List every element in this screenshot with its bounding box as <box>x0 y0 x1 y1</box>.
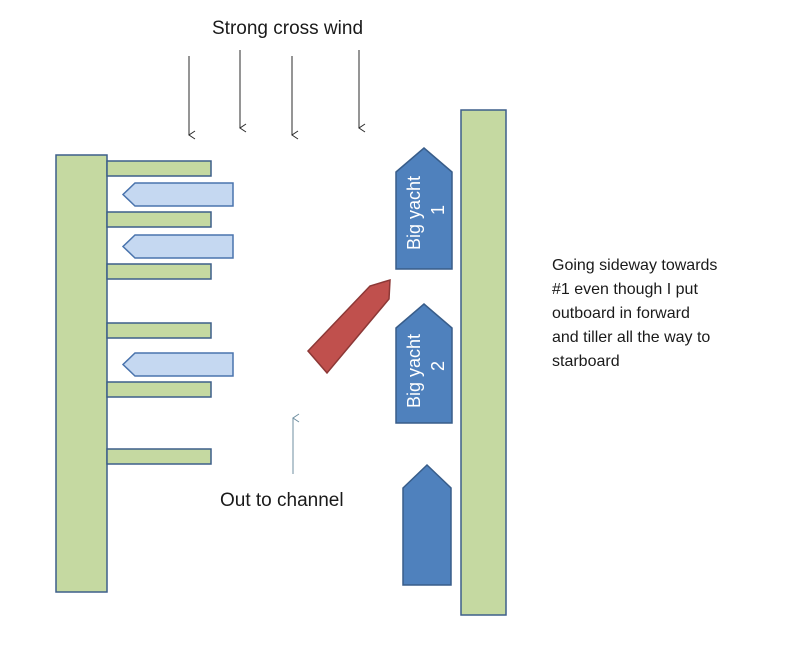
small-boat <box>121 234 234 259</box>
big-yacht-2: Big yacht 2 <box>395 303 453 424</box>
wind-arrows <box>188 50 366 140</box>
note-line: starboard <box>552 353 620 370</box>
own-boat <box>306 278 391 375</box>
note-line: Going sideway towards <box>552 257 718 274</box>
wind-label: Strong cross wind <box>212 18 364 39</box>
finger-pier <box>106 381 212 398</box>
finger-pier <box>106 448 212 465</box>
explanation-note: Going sideway towards #1 even though I p… <box>552 254 772 374</box>
big-yacht-1-hull <box>395 147 453 270</box>
finger-pier <box>106 322 212 339</box>
big-yacht-2-number: 2 <box>428 361 448 371</box>
note-line: outboard in forward <box>552 305 690 322</box>
small-boat <box>121 352 234 377</box>
note-line: #1 even though I put <box>552 281 698 298</box>
finger-pier <box>106 263 212 280</box>
channel-label: Out to channel <box>220 490 344 511</box>
right-main-pier <box>460 109 507 616</box>
left-dock <box>55 154 212 593</box>
left-main-pier <box>55 154 108 593</box>
big-yacht-3-hull <box>402 463 452 586</box>
big-yacht-1: Big yacht 1 <box>395 147 453 270</box>
note-line: and tiller all the way to <box>552 329 711 346</box>
finger-pier <box>106 211 212 228</box>
small-boats <box>121 182 234 377</box>
big-yacht-2-name: Big yacht <box>404 334 424 408</box>
big-yacht-2-hull <box>395 303 453 424</box>
big-yacht-1-number: 1 <box>428 205 448 215</box>
finger-pier <box>106 160 212 177</box>
big-yacht-1-name: Big yacht <box>404 176 424 250</box>
small-boat <box>121 182 234 207</box>
